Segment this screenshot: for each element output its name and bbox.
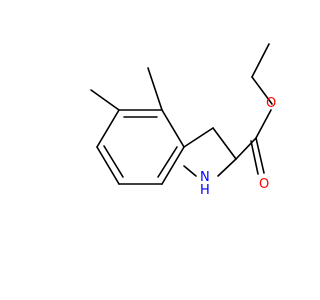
bond-c-o-double-b (250, 140, 259, 175)
bond-c-ester-o (255, 109, 272, 139)
bond-c-o-double-a (255, 137, 265, 174)
nh-hydrogen-label: H (200, 183, 210, 198)
bond-c6-c7-inner (103, 145, 124, 178)
bond-c6-c7 (96, 146, 120, 185)
bond-o-ethyl-ch2 (251, 76, 273, 105)
carbonyl-oxygen-label: O (259, 177, 270, 192)
bond-c5-c6 (96, 109, 120, 148)
bond-c3a-c7a (161, 146, 185, 185)
structure-diagram (90, 67, 237, 185)
benzene-ring (96, 109, 185, 185)
bond-c3a-c3 (183, 127, 214, 148)
bond-c2-c-carbonyl (235, 137, 257, 160)
bond-c2-n1 (217, 158, 237, 177)
molecule-canvas: N H O O (90, 43, 277, 198)
bond-c3-c2 (212, 127, 237, 160)
bond-c3a-c7a-inner (157, 146, 178, 178)
bond-ethyl-ch3 (251, 43, 270, 78)
nitrogen-atom-label: N (200, 170, 210, 185)
bond-n1-c7a (183, 165, 197, 177)
pyrroline-ring (183, 127, 237, 177)
ester-oxygen-label: O (266, 96, 277, 111)
structure-overlay (235, 43, 273, 175)
bond-methyl-4 (147, 67, 163, 111)
ester-bonds (235, 43, 273, 175)
bond-c3a-c4 (161, 109, 185, 148)
bond-methyl-5 (90, 89, 120, 111)
